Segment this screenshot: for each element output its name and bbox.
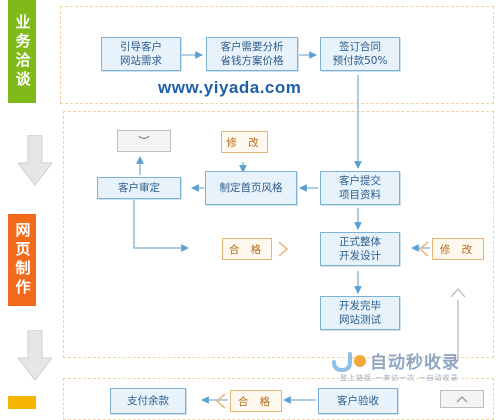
step-customer-acceptance: 客户验收 (318, 388, 398, 414)
website-url: www.yiyada.com (158, 78, 302, 97)
stage-web-production: 网页制作 (8, 214, 36, 306)
pass-mid-box: 合 格 (222, 238, 272, 260)
stage-business: 业务洽谈 (8, 0, 36, 103)
step-guide-needs: 引导客户 网站需求 (101, 37, 181, 71)
bottom-right-box (440, 390, 484, 408)
watermark-subtitle: 登上链接 一来访一次 一自动收录 (340, 374, 459, 382)
step-customer-review: 客户审定 (97, 177, 181, 199)
down-arrow-icon (18, 135, 52, 186)
step-homepage-style: 制定首页风格 (205, 171, 297, 205)
flow-connectors (133, 51, 466, 404)
review-result-box: ︶ (117, 130, 171, 152)
stage-delivery (8, 396, 36, 409)
step-site-testing: 开发完毕 网站测试 (320, 296, 400, 330)
chevron-left-icon (418, 241, 429, 257)
section-web (63, 111, 494, 358)
step-sign-contract: 签订合同 预付款50% (320, 37, 400, 71)
chevron-up-icon (456, 396, 468, 403)
step-pay-balance: 支付余款 (110, 388, 186, 414)
modify-right-box: 修 改 (432, 238, 484, 260)
step-needs-analysis: 客户需要分析 省钱方案价格 (206, 37, 298, 71)
modify-top-box: 修 改 (221, 131, 268, 153)
watermark-title: 自动秒收录 (370, 353, 460, 373)
chevron-left-icon (215, 393, 226, 409)
down-arrow-icon (18, 330, 52, 381)
logo-icon (332, 351, 366, 372)
step-provide-materials: 客户提交 项目资料 (320, 171, 400, 205)
step-develop-design: 正式整体 开发设计 (320, 232, 400, 266)
chevron-right-icon (278, 241, 289, 257)
watermark: 自动秒收录 登上链接 一来访一次 一自动收录 (330, 348, 460, 383)
section-business (60, 6, 494, 104)
